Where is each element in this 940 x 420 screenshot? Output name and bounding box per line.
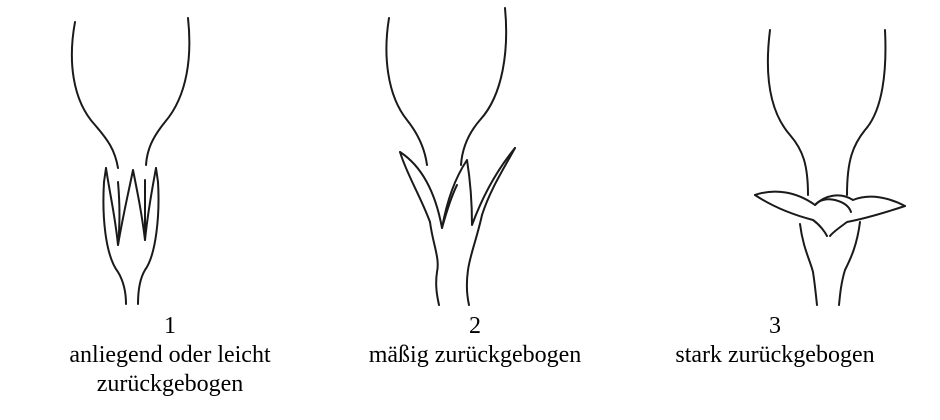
figure-label: mäßig zurückgebogen bbox=[368, 342, 582, 368]
figure-number: 1 bbox=[164, 313, 176, 339]
figure-3: 3 stark zurückgebogen bbox=[625, 0, 925, 420]
figure-label: anliegend oder leicht zurückgebogen bbox=[69, 342, 271, 397]
calyx-drawing-moderate bbox=[385, 7, 516, 306]
figure-1: 1 anliegend oder leicht zurückgebogen bbox=[20, 0, 320, 420]
caption-2: 2 mäßig zurückgebogen bbox=[325, 312, 625, 370]
calyx-drawing-appressed bbox=[70, 17, 191, 305]
calyx-drawing-strong bbox=[754, 29, 906, 306]
figure-2: 2 mäßig zurückgebogen bbox=[325, 0, 625, 420]
caption-1: 1 anliegend oder leicht zurückgebogen bbox=[20, 312, 320, 399]
figure-label: stark zurückgebogen bbox=[675, 342, 875, 368]
caption-3: 3 stark zurückgebogen bbox=[625, 312, 925, 370]
figure-number: 2 bbox=[469, 313, 481, 339]
figure-number: 3 bbox=[769, 313, 781, 339]
